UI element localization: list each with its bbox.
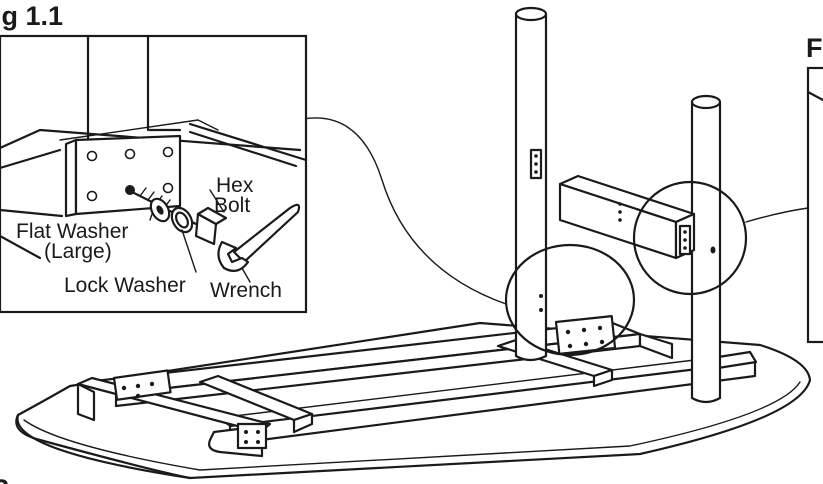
flat-washer-label-line2: (Large): [44, 240, 112, 263]
wrench-label: Wrench: [210, 279, 282, 302]
fig-title-right: F: [806, 33, 823, 63]
fig-title-left: ig 1.1: [0, 1, 63, 31]
leg-left: [514, 6, 548, 362]
fig-right-inset: [806, 66, 823, 344]
detail-circle-leg-joint: [302, 117, 636, 357]
page-letter: 2: [0, 474, 9, 484]
lock-washer-label: Lock Washer: [64, 274, 186, 297]
hex-bolt-label-line1: Hex: [216, 174, 254, 197]
flat-washer-label-line1: Flat Washer: [16, 220, 128, 243]
table-frame: [76, 315, 758, 458]
stretcher-bar: [558, 174, 696, 260]
hex-bolt-label-line2: Bolt: [214, 194, 250, 217]
fig-1-1-inset: [0, 34, 308, 314]
detail-circle-stretcher-joint: [632, 180, 809, 296]
leg-right: [690, 94, 722, 404]
